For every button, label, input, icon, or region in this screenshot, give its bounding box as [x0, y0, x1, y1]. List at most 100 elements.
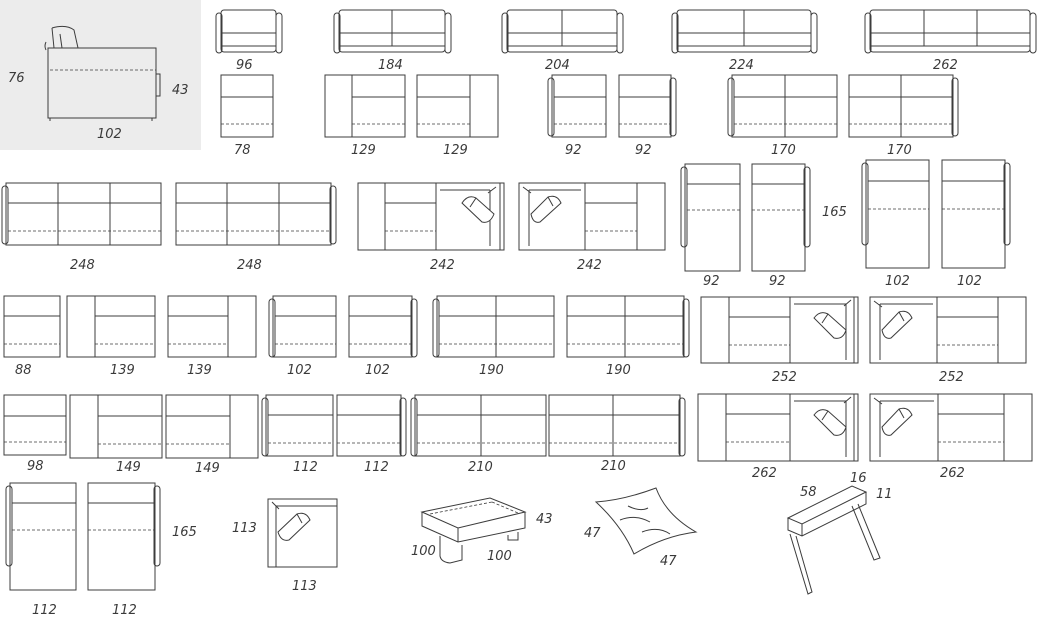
side-seat-height-label: 43: [172, 83, 189, 98]
shelf-width-label: 16: [850, 471, 867, 486]
module-170-b-label: 170: [887, 143, 912, 158]
sofa-262-label: 262: [933, 58, 958, 73]
module-210-a-label: 210: [468, 460, 493, 475]
module-102-b-label: 102: [365, 363, 390, 378]
module-92-b-label: 92: [635, 143, 652, 158]
pouf: 43 100 100: [411, 497, 553, 564]
module-170-b: 170: [848, 74, 959, 158]
module-149-b-label: 149: [195, 461, 220, 476]
sofa-224-label: 224: [729, 58, 754, 73]
module-139-a-label: 139: [110, 363, 135, 378]
corner-242-a: 242: [357, 182, 505, 273]
corner-242-a-label: 242: [430, 258, 455, 273]
side-view-drawing: 76 43 102: [8, 25, 189, 142]
module-210-b-label: 210: [601, 459, 626, 474]
corner-262-a: 262: [697, 393, 859, 481]
module-139-a: 139: [66, 295, 156, 378]
module-149-b: 149: [165, 394, 259, 476]
chaise-102-a: 102: [861, 159, 930, 289]
module-112-b: 112: [336, 394, 407, 475]
chaise-102-b: 102: [941, 159, 1011, 289]
sofa-96: 96: [215, 9, 283, 73]
module-92-a: 92: [547, 74, 607, 158]
module-210-b: 210: [548, 394, 686, 474]
module-190-b: 190: [566, 295, 690, 378]
corner-242-b-label: 242: [577, 258, 602, 273]
module-139-b: 139: [167, 295, 257, 378]
corner-252-b: 252: [869, 296, 1027, 385]
chaise-112-a: 112: [5, 482, 77, 618]
cushion: 47 47: [584, 487, 698, 569]
module-112-a: 112: [261, 394, 334, 475]
module-112-b-label: 112: [364, 460, 389, 475]
corner-113-side-label: 113: [232, 521, 257, 536]
corner-262-b: 262: [869, 393, 1033, 481]
corner-252-b-label: 252: [939, 370, 964, 385]
corner-262-b-label: 262: [940, 466, 965, 481]
module-88-label: 88: [15, 363, 32, 378]
corner-252-a-label: 252: [772, 370, 797, 385]
cushion-b-label: 47: [660, 554, 677, 569]
module-129-b-label: 129: [443, 143, 468, 158]
chaise-112-a-label: 112: [32, 603, 57, 618]
module-78: 78: [220, 74, 274, 158]
side-depth-label: 102: [97, 127, 122, 142]
sofa-184: 184: [333, 9, 452, 73]
shelf-length-label: 58: [800, 485, 817, 500]
chaise-102-a-label: 102: [885, 274, 910, 289]
module-78-label: 78: [234, 143, 251, 158]
pouf-depth-label: 100: [411, 544, 436, 559]
side-height-label: 76: [8, 71, 25, 86]
sofa-204-label: 204: [545, 58, 570, 73]
module-98-label: 98: [27, 459, 44, 474]
chaise-112-b: 112: [87, 482, 161, 618]
shelf: 58 16 11: [786, 471, 893, 595]
module-149-a: 149: [69, 394, 163, 475]
module-102-a: 102: [268, 295, 337, 378]
module-98: 98: [3, 394, 67, 474]
sofa-204: 204: [501, 9, 624, 73]
module-102-a-label: 102: [287, 363, 312, 378]
module-170-a-label: 170: [771, 143, 796, 158]
module-129-a-label: 129: [351, 143, 376, 158]
chaise-92-b-label: 92: [769, 274, 786, 289]
module-170-a: 170: [727, 74, 838, 158]
module-129-a: 129: [324, 74, 406, 158]
chaise-length-165-label: 165: [822, 205, 847, 220]
chaise-92-a-label: 92: [703, 274, 720, 289]
module-190-a: 190: [432, 295, 555, 378]
corner-252-a: 252: [700, 296, 859, 385]
cushion-a-label: 47: [584, 526, 601, 541]
chaise-92-a: 92: [680, 163, 741, 289]
chaise-102-b-label: 102: [957, 274, 982, 289]
module-149-a-label: 149: [116, 460, 141, 475]
sofa-262: 262: [864, 9, 1037, 73]
module-190-b-label: 190: [606, 363, 631, 378]
module-190-a-label: 190: [479, 363, 504, 378]
module-92-b: 92: [618, 74, 677, 158]
sofa-184-label: 184: [378, 58, 403, 73]
sofa-224: 224: [671, 9, 818, 73]
pouf-width-label: 100: [487, 549, 512, 564]
module-210-a: 210: [410, 394, 547, 475]
module-112-a-label: 112: [293, 460, 318, 475]
module-88: 88: [3, 295, 61, 378]
sofa-96-label: 96: [236, 58, 253, 73]
corner-113: 113 113: [232, 498, 338, 594]
module-102-b: 102: [348, 295, 418, 378]
module-248-a: 248: [1, 182, 162, 273]
chaise-112-b-label: 112: [112, 603, 137, 618]
module-139-b-label: 139: [187, 363, 212, 378]
corner-242-b: 242: [518, 182, 666, 273]
corner-262-a-label: 262: [752, 466, 777, 481]
pouf-height-label: 43: [536, 512, 553, 527]
chaise-length-165-bottom-label: 165: [172, 525, 197, 540]
side-view-panel: [0, 0, 201, 150]
corner-113-bottom-label: 113: [292, 579, 317, 594]
module-92-a-label: 92: [565, 143, 582, 158]
module-248-a-label: 248: [70, 258, 95, 273]
shelf-height-label: 11: [876, 487, 893, 502]
module-129-b: 129: [416, 74, 499, 158]
module-248-b-label: 248: [237, 258, 262, 273]
